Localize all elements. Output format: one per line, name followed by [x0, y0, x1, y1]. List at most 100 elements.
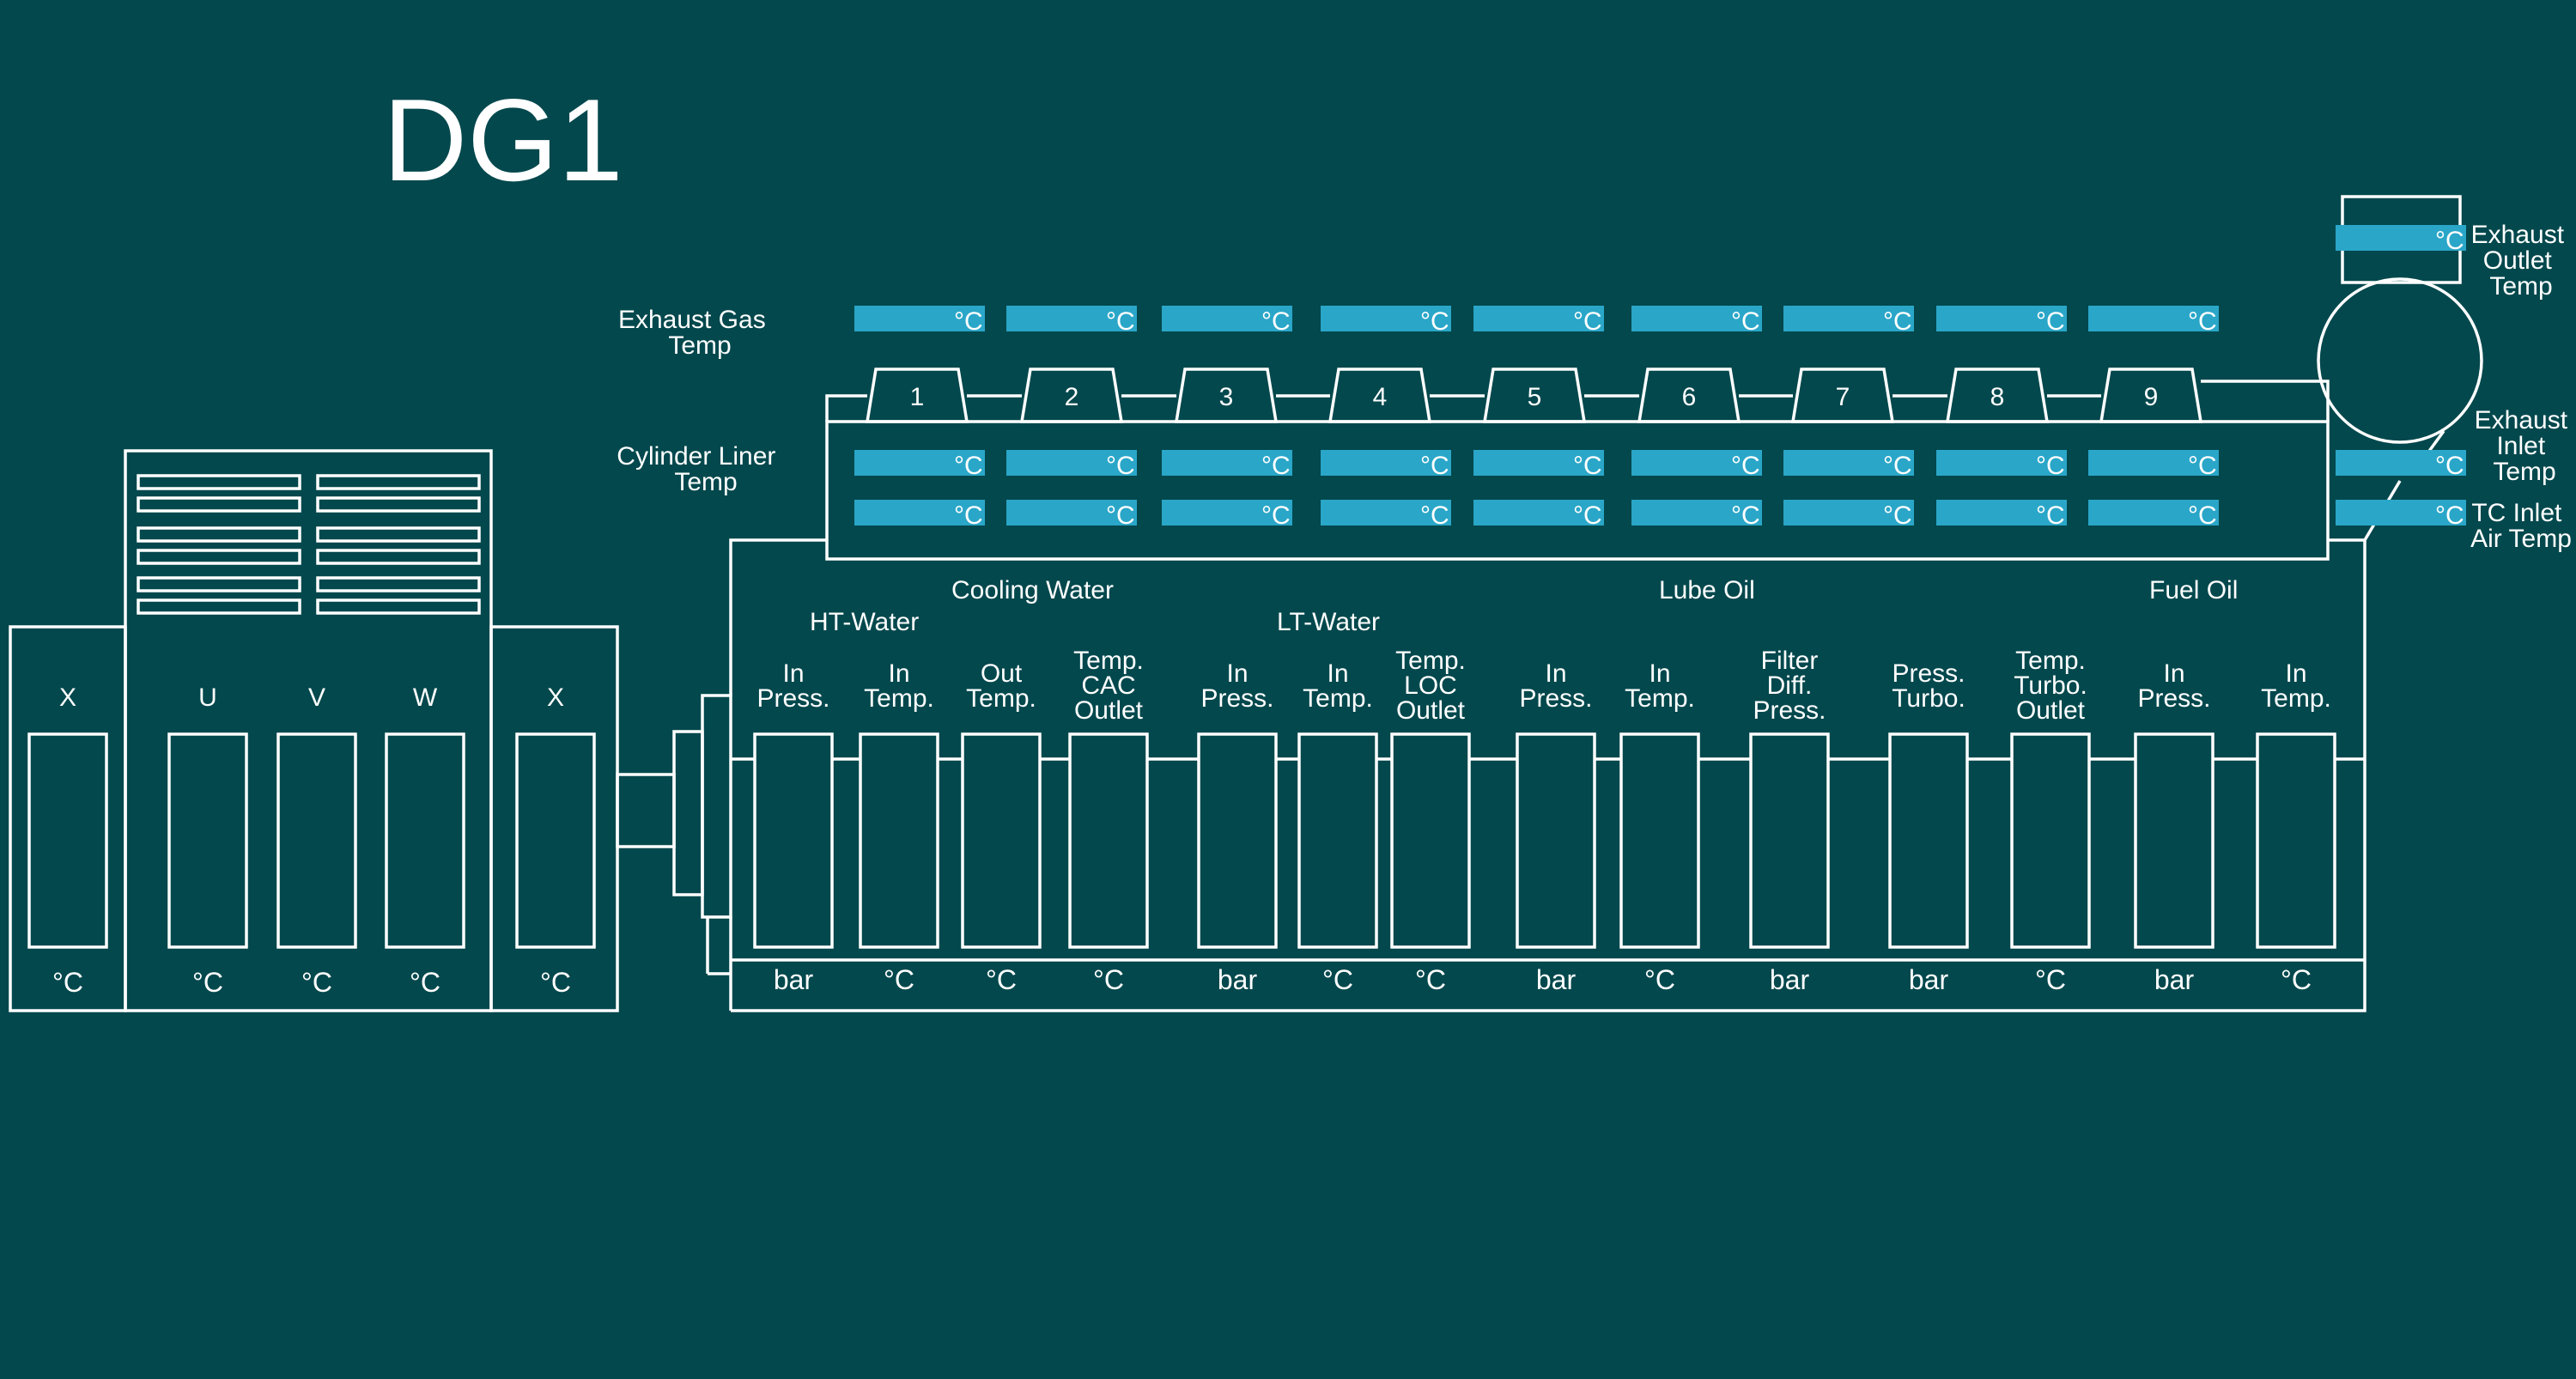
exhaust-gas-temp-indicator-4: °C	[1321, 306, 1451, 336]
celsius-unit: °C	[1883, 307, 1912, 336]
liner-temp-b-indicator-5: °C	[1473, 500, 1604, 530]
engine-gauge-11: Press.Turbo.bar	[1888, 659, 1969, 995]
gauge-unit: °C	[1415, 964, 1446, 995]
gauge-unit: °C	[301, 967, 332, 998]
cylinder-number: 1	[910, 383, 925, 411]
liner-temp-b-indicator-8: °C	[1936, 500, 2067, 530]
lube-oil-label: Lube Oil	[1659, 576, 1755, 604]
gauge-label: U	[198, 683, 217, 712]
gauge-unit: bar	[774, 964, 814, 995]
celsius-unit: °C	[1573, 501, 1602, 530]
liner-temp-a-indicator-2: °C	[1006, 450, 1137, 480]
liner-temp-b-indicator-1: °C	[854, 500, 985, 530]
svg-text:°C: °C	[2435, 227, 2464, 255]
celsius-unit: °C	[954, 307, 983, 336]
gauge-label: W	[413, 683, 438, 712]
exhaust-gas-temp-label: Exhaust Gas Temp	[618, 306, 773, 360]
liner-temp-b-indicator-9: °C	[2088, 500, 2219, 530]
gauge-unit: °C	[986, 964, 1017, 995]
tc-inlet-air-temp-indicator: °C	[2336, 500, 2466, 530]
gauge-unit: bar	[1909, 964, 1949, 995]
celsius-unit: °C	[1261, 307, 1291, 336]
cylinder-number: 6	[1682, 383, 1697, 411]
celsius-unit: °C	[1106, 501, 1135, 530]
celsius-unit: °C	[1573, 307, 1602, 336]
generator-gauge-4: W°C	[385, 683, 465, 998]
exhaust-inlet-temp-indicator: °C	[2336, 450, 2466, 480]
celsius-unit: °C	[1883, 452, 1912, 480]
gauge-label: X	[59, 683, 76, 712]
cylinder-head-1: 1	[865, 368, 969, 423]
celsius-unit: °C	[1420, 452, 1449, 480]
gauge-unit: °C	[192, 967, 223, 998]
exhaust-gas-temp-indicator-5: °C	[1473, 306, 1604, 336]
celsius-unit: °C	[954, 452, 983, 480]
liner-temp-b-indicator-6: °C	[1631, 500, 1762, 530]
gauge-unit: °C	[52, 967, 83, 998]
fuel-oil-label: Fuel Oil	[2149, 576, 2238, 604]
celsius-unit: °C	[1420, 501, 1449, 530]
gauge-unit: °C	[2281, 964, 2312, 995]
celsius-unit: °C	[1261, 452, 1291, 480]
gauge-unit: °C	[1322, 964, 1353, 995]
celsius-unit: °C	[1420, 307, 1449, 336]
gauge-unit: °C	[540, 967, 571, 998]
exhaust-gas-temp-indicator-7: °C	[1783, 306, 1914, 336]
liner-temp-a-indicator-1: °C	[854, 450, 985, 480]
exhaust-gas-temp-indicator-9: °C	[2088, 306, 2219, 336]
engine-gauge-12: Temp.Turbo.Outlet°C	[2010, 647, 2091, 995]
gauge-label: Temp.Turbo.Outlet	[2014, 647, 2087, 725]
gauge-unit: bar	[1536, 964, 1577, 995]
exhaust-outlet-temp-indicator: °C	[2336, 225, 2466, 255]
celsius-unit: °C	[2036, 452, 2065, 480]
gauge-unit: bar	[1770, 964, 1810, 995]
generator-gauge-5: X°C	[515, 683, 596, 998]
exhaust-gas-temp-indicator-3: °C	[1162, 306, 1292, 336]
gauge-unit: °C	[884, 964, 914, 995]
liner-temp-b-indicator-2: °C	[1006, 500, 1137, 530]
cooling-water-label: Cooling Water	[951, 576, 1114, 604]
cylinder-number: 7	[1836, 383, 1850, 411]
liner-temp-a-indicator-8: °C	[1936, 450, 2067, 480]
celsius-unit: °C	[2188, 452, 2217, 480]
celsius-unit: °C	[1731, 501, 1760, 530]
cylinder-head-5: 5	[1482, 368, 1587, 423]
liner-temp-a-indicator-7: °C	[1783, 450, 1914, 480]
cylinder-number: 3	[1219, 383, 1234, 411]
celsius-unit: °C	[1883, 501, 1912, 530]
liner-temp-a-indicator-4: °C	[1321, 450, 1451, 480]
celsius-unit: °C	[1731, 452, 1760, 480]
liner-temp-b-indicator-4: °C	[1321, 500, 1451, 530]
liner-temp-b-indicator-7: °C	[1783, 500, 1914, 530]
celsius-unit: °C	[954, 501, 983, 530]
liner-temp-a-indicator-6: °C	[1631, 450, 1762, 480]
gauge-label: V	[308, 683, 325, 712]
svg-text:°C: °C	[2435, 452, 2464, 480]
tc-inlet-air-temp-label: TC Inlet Air Temp	[2470, 499, 2572, 553]
generator: X°CU°CV°CW°CX°C	[9, 449, 619, 1012]
generator-gauge-1: X °C	[27, 683, 108, 998]
celsius-unit: °C	[1731, 307, 1760, 336]
celsius-unit: °C	[2036, 501, 2065, 530]
cylinder-number: 9	[2144, 383, 2159, 411]
exhaust-outlet-temp-label: Exhaust Outlet Temp	[2471, 221, 2572, 301]
shaft-coupling	[616, 538, 826, 1011]
